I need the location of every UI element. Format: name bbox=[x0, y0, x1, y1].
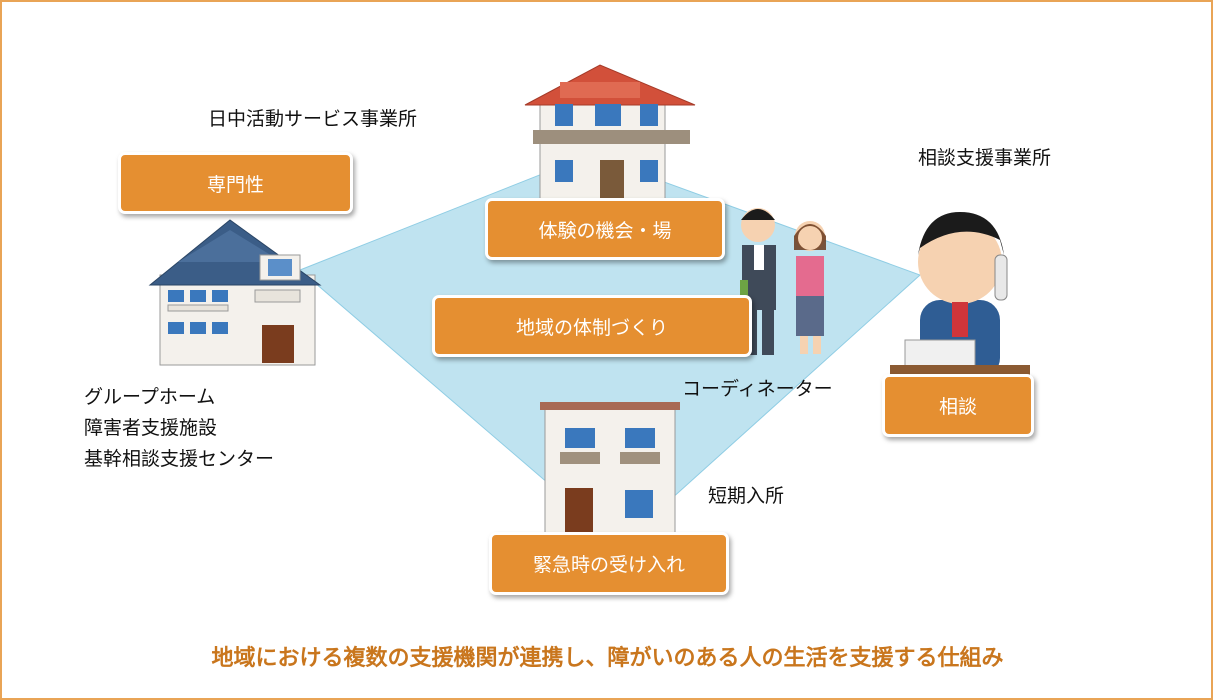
tag-expertise: 専門性 bbox=[118, 152, 353, 214]
label-short-stay: 短期入所 bbox=[708, 485, 785, 507]
diagram-caption: 地域における複数の支援機関が連携し、障がいのある人の生活を支援する仕組み bbox=[211, 646, 1004, 671]
tag-community: 地域の体制づくり bbox=[432, 295, 752, 357]
label-group-home-line: グループホーム bbox=[84, 386, 216, 408]
label-coordinator: コーディネーター bbox=[682, 378, 833, 400]
tag-consultation: 相談 bbox=[882, 374, 1034, 437]
house-blue-roof-icon bbox=[148, 219, 322, 366]
phone-staff-icon bbox=[890, 212, 1030, 378]
label-consultation-office: 相談支援事業所 bbox=[918, 147, 1052, 169]
apartment-icon bbox=[540, 402, 680, 539]
house-red-roof-icon bbox=[524, 64, 696, 211]
label-group-home-line: 障害者支援施設 bbox=[84, 417, 218, 439]
label-group-home-line: 基幹相談支援センター bbox=[84, 448, 275, 470]
tag-experience: 体験の機会・場 bbox=[485, 198, 725, 260]
tag-emergency: 緊急時の受け入れ bbox=[489, 532, 729, 595]
label-day-activity: 日中活動サービス事業所 bbox=[208, 108, 418, 130]
label-group-home: グループホーム 障害者支援施設 基幹相談支援センター bbox=[84, 382, 274, 475]
